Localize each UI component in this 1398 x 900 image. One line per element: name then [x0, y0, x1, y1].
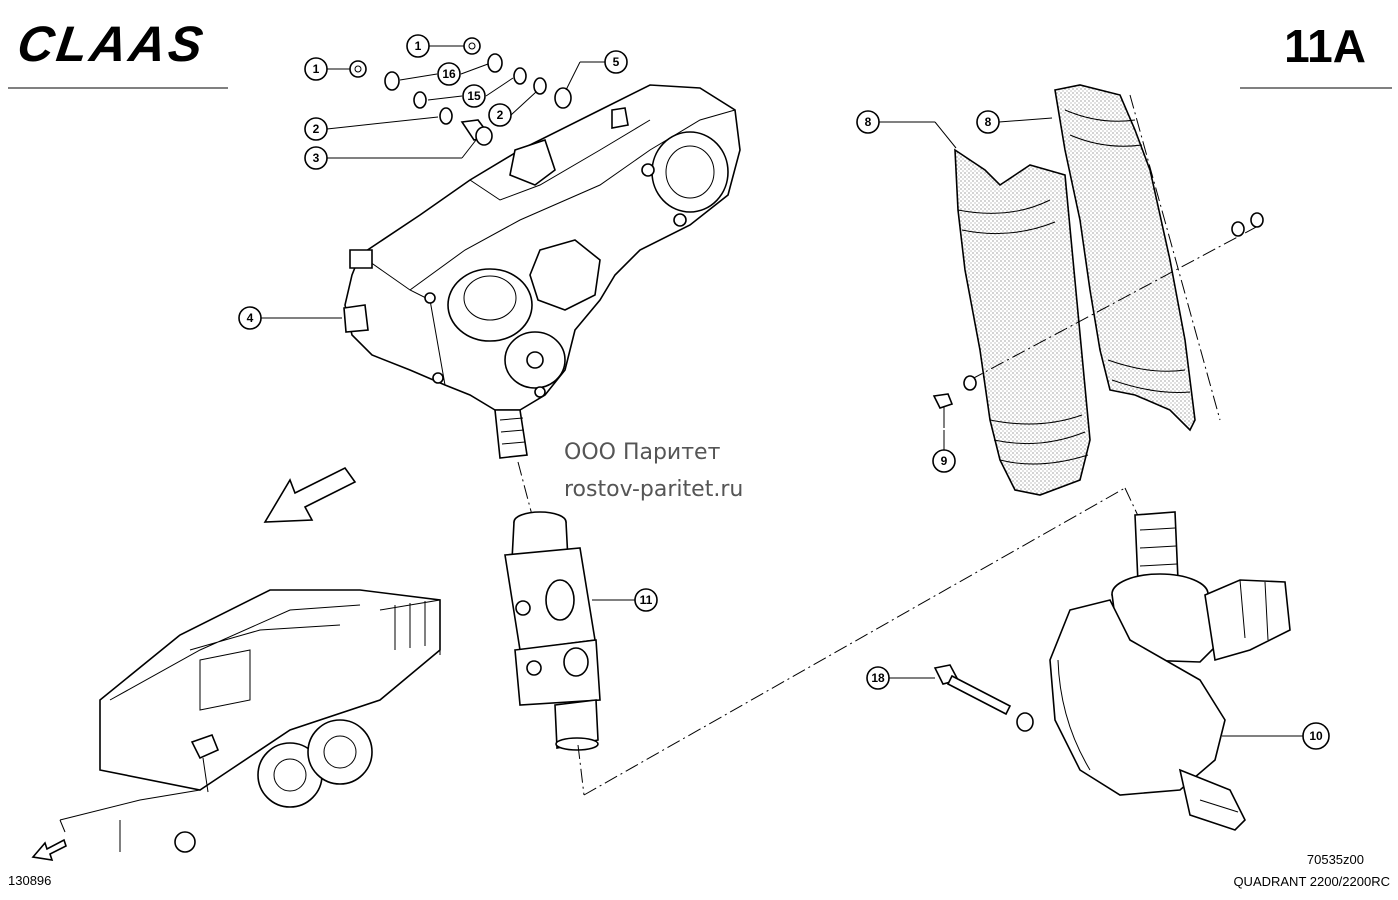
svg-text:3: 3: [313, 151, 320, 165]
bolt-part-9: [932, 212, 1264, 428]
universal-joint-part-11: [504, 461, 601, 751]
bellows-cover-left-part-8: [954, 148, 1091, 496]
callout-8a: 8: [856, 110, 957, 149]
bellows-cover-right-part-8: [969, 84, 1261, 432]
small-direction-arrow-icon: [31, 838, 67, 861]
drawing-code: 70535z00: [1306, 852, 1364, 867]
watermark-company: ООО Паритет: [564, 440, 721, 465]
svg-text:5: 5: [613, 55, 620, 69]
callout-5: 5: [565, 50, 628, 91]
model-name: QUADRANT 2200/2200RC: [1233, 874, 1390, 889]
sheet-number: 11A: [1284, 20, 1366, 72]
callout-3: 3: [304, 139, 477, 170]
callout-1a: 1: [304, 57, 350, 81]
callout-16: 16: [399, 62, 489, 86]
hardware-nuts-washers: [349, 37, 572, 146]
svg-text:1: 1: [415, 39, 422, 53]
callout-10: 10: [1222, 722, 1330, 750]
watermark-site: rostov-paritet.ru: [564, 477, 744, 502]
svg-text:10: 10: [1309, 729, 1323, 743]
doc-number: 130896: [8, 873, 52, 888]
svg-text:9: 9: [941, 454, 948, 468]
svg-text:2: 2: [497, 108, 504, 122]
callout-18: 18: [866, 666, 935, 690]
baler-overview: [59, 589, 441, 853]
svg-text:11: 11: [640, 593, 653, 607]
direction-arrow-icon: [263, 466, 357, 523]
svg-text:2: 2: [313, 122, 320, 136]
callout-8b: 8: [976, 110, 1053, 134]
svg-text:1: 1: [313, 62, 320, 76]
callout-2a: 2: [304, 116, 439, 141]
callout-2b: 2: [488, 91, 537, 127]
gearbox-part-4: [343, 84, 741, 459]
axis-line-a: [577, 744, 585, 796]
svg-text:18: 18: [871, 671, 885, 685]
axis-line-b: [583, 487, 1126, 796]
angle-gearbox-part-10: [1049, 511, 1291, 831]
callout-9: 9: [932, 430, 956, 473]
svg-text:8: 8: [865, 115, 872, 129]
svg-text:4: 4: [247, 311, 254, 325]
callout-15: 15: [427, 77, 514, 108]
bolt-part-18: [933, 664, 1034, 732]
svg-text:8: 8: [985, 115, 992, 129]
svg-text:15: 15: [467, 89, 481, 103]
svg-text:16: 16: [442, 67, 456, 81]
callout-1b: 1: [406, 34, 464, 58]
callout-11: 11: [592, 588, 658, 612]
callout-4: 4: [238, 306, 342, 330]
